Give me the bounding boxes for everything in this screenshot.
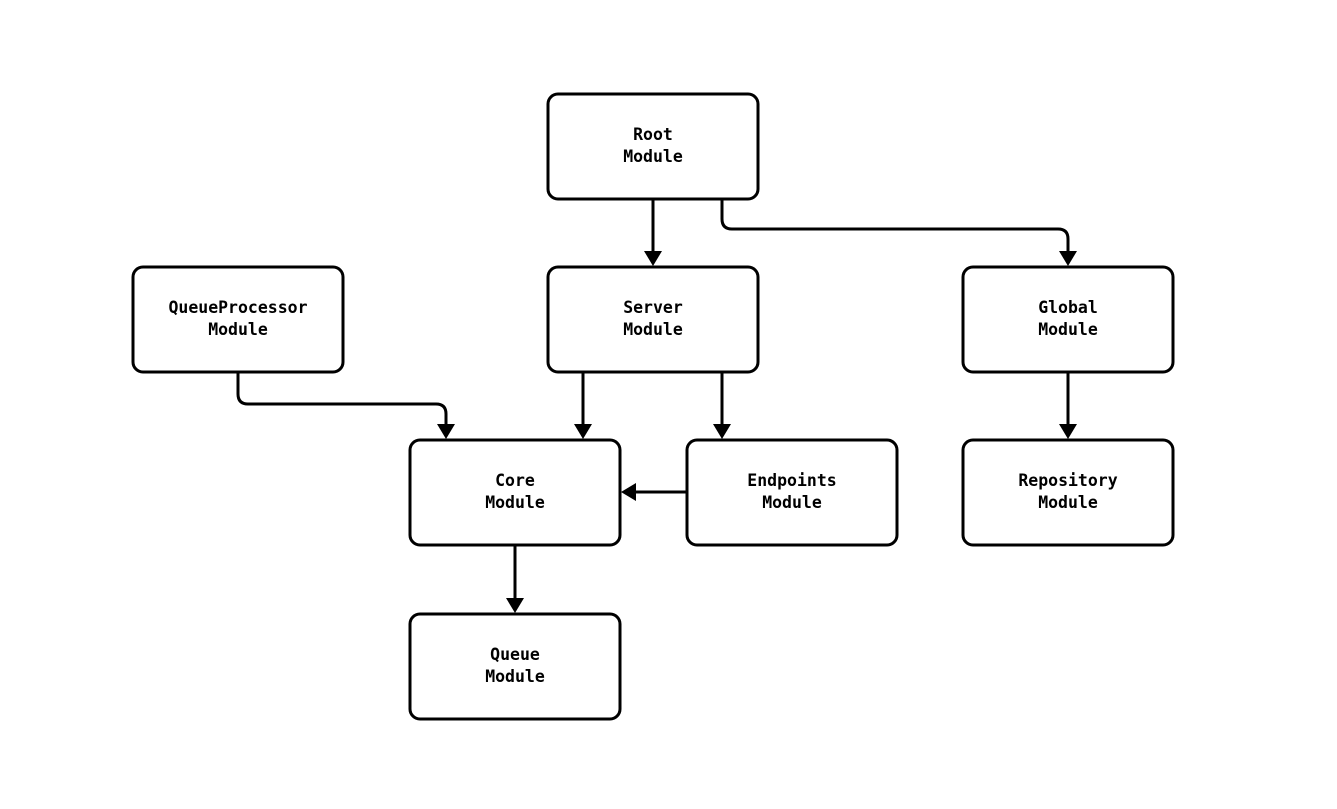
edge-global-to-repository bbox=[1059, 372, 1077, 439]
node-label-line1: Endpoints bbox=[747, 471, 836, 490]
node-box[interactable] bbox=[408, 612, 622, 721]
arrowhead-icon bbox=[621, 483, 636, 501]
edge-server-to-endpoints bbox=[713, 372, 731, 439]
node-box[interactable] bbox=[546, 265, 760, 374]
edge-root-to-server bbox=[644, 199, 662, 266]
node-box[interactable] bbox=[961, 265, 1175, 374]
node-box[interactable] bbox=[685, 438, 899, 547]
node-box[interactable] bbox=[961, 438, 1175, 547]
node-box[interactable] bbox=[131, 265, 345, 374]
arrowhead-icon bbox=[574, 424, 592, 439]
node-label-line2: Module bbox=[485, 667, 545, 686]
node-label-line2: Module bbox=[1038, 320, 1098, 339]
node-label-line2: Module bbox=[623, 320, 683, 339]
node-label-line1: Repository bbox=[1018, 471, 1117, 490]
node-label-line2: Module bbox=[1038, 493, 1098, 512]
nodes-layer: RootModuleQueueProcessorModuleServerModu… bbox=[131, 92, 1175, 721]
edge-queueprocessor-to-core bbox=[236, 372, 455, 439]
node-box[interactable] bbox=[546, 92, 760, 201]
edge-server-to-core bbox=[574, 372, 592, 439]
edge-endpoints-to-core bbox=[621, 483, 687, 501]
node-label-line1: Core bbox=[495, 471, 535, 490]
node-label-line1: Server bbox=[623, 298, 683, 317]
node-label-line1: Queue bbox=[490, 645, 540, 664]
arrowhead-icon bbox=[506, 598, 524, 613]
arrowhead-icon bbox=[1059, 424, 1077, 439]
node-label-line2: Module bbox=[485, 493, 545, 512]
edges-layer bbox=[236, 199, 1077, 613]
arrowhead-icon bbox=[713, 424, 731, 439]
node-label-line1: Root bbox=[633, 125, 673, 144]
node-box[interactable] bbox=[408, 438, 622, 547]
edge-core-to-queue bbox=[506, 545, 524, 613]
edge-line bbox=[236, 372, 448, 425]
node-label-line2: Module bbox=[623, 147, 683, 166]
arrowhead-icon bbox=[1059, 251, 1077, 266]
node-label-line2: Module bbox=[208, 320, 268, 339]
arrowhead-icon bbox=[437, 424, 455, 439]
edge-root-to-global bbox=[720, 199, 1077, 266]
node-label-line1: QueueProcessor bbox=[168, 298, 307, 317]
node-label-line1: Global bbox=[1038, 298, 1098, 317]
arrowhead-icon bbox=[644, 251, 662, 266]
node-label-line2: Module bbox=[762, 493, 822, 512]
edge-line bbox=[720, 199, 1070, 252]
